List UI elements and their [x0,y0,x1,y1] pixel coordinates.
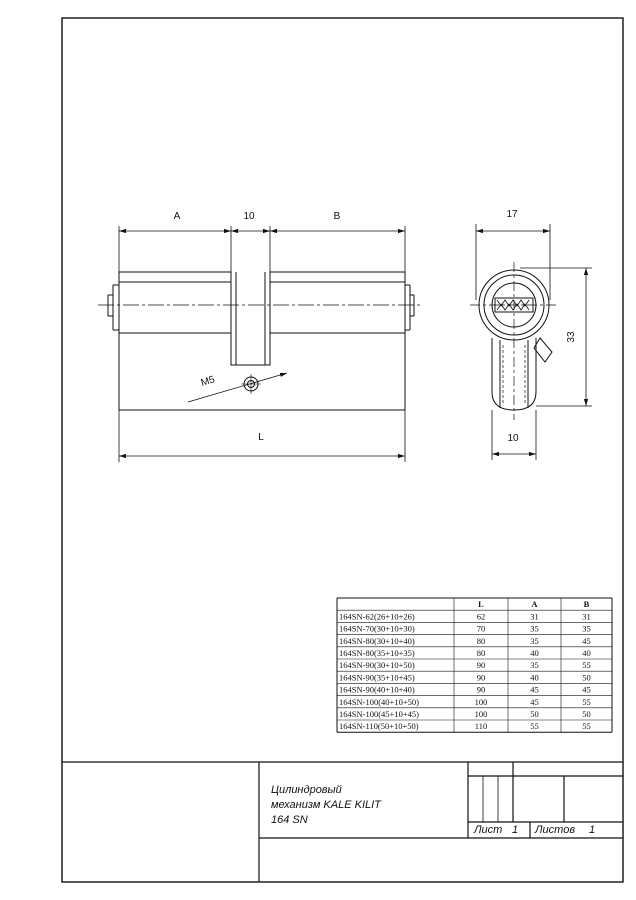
table-cell-a: 45 [530,685,539,695]
sheet-frame [61,17,624,883]
table-cell-b: 40 [582,648,591,658]
table-cell-model: 164SN-90(40+10+40) [339,685,415,695]
m5-leader [187,372,288,403]
side-dimensions [475,224,592,460]
table-cell-l: 90 [477,660,486,670]
keyway [494,297,534,313]
sheets-value: 1 [589,824,595,836]
dim-label-17: 17 [506,209,518,220]
table-cell-b: 45 [582,636,591,646]
table-cell-b: 50 [582,709,591,719]
cylinder-body-outline [118,271,406,411]
table-cell-l: 70 [477,624,486,634]
table-cell-model: 164SN-80(30+10+40) [339,636,415,646]
table-header-l: L [478,599,484,609]
dim-label-m5: M5 [200,374,217,389]
sheets-label: Листов [534,824,575,836]
table-cell-b: 55 [582,721,591,731]
table-cell-model: 164SN-100(40+10+50) [339,697,419,707]
bottom-dimension [118,410,406,462]
table-cell-model: 164SN-62(26+10+26) [339,611,415,621]
table-cell-l: 100 [475,709,488,719]
spec-table: L A B 164SN-62(26+10+26) 62 31 31 164SN-70(30+1… [336,597,613,733]
table-cell-l: 100 [475,697,488,707]
table-cell-l: 80 [477,636,486,646]
table-header-b: B [584,599,590,609]
sheet-label: Лист [473,824,502,836]
table-cell-a: 35 [530,636,539,646]
table-cell-a: 35 [530,660,539,670]
table-cell-a: 40 [530,648,539,658]
table-cell-l: 90 [477,685,486,695]
dim-label-33: 33 [566,331,577,343]
table-cell-a: 40 [530,672,539,682]
table-cell-b: 55 [582,660,591,670]
table-cell-a: 55 [530,721,539,731]
title-line-1: Цилиндровый [271,784,342,796]
table-cell-model: 164SN-100(45+10+45) [339,709,419,719]
table-cell-l: 80 [477,648,486,658]
table-cell-b: 35 [582,624,591,634]
table-cell-b: 45 [582,685,591,695]
table-cell-b: 31 [582,611,591,621]
dim-label-b: B [334,211,341,222]
table-header-a: A [531,599,538,609]
table-cell-model: 164SN-110(50+10+50) [339,721,419,731]
table-cell-l: 110 [475,721,487,731]
dim-label-l: L [258,432,264,443]
table-cell-l: 90 [477,672,486,682]
dim-label-10-top: 10 [243,211,255,222]
table-cell-model: 164SN-80(35+10+35) [339,648,415,658]
title-line-2: механизм KALE KILIT [271,799,382,811]
title-block [62,761,623,882]
table-cell-b: 50 [582,672,591,682]
side-view [470,262,558,420]
front-view [98,271,422,411]
top-dimensions [118,226,406,272]
sheet-value: 1 [512,824,518,836]
table-cell-a: 50 [530,709,539,719]
table-cell-a: 35 [530,624,539,634]
table-cell-a: 45 [530,697,539,707]
table-cell-model: 164SN-90(30+10+50) [339,660,415,670]
dim-label-10-bottom: 10 [507,433,519,444]
table-cell-model: 164SN-90(35+10+45) [339,672,415,682]
dim-label-a: A [174,211,181,222]
table-cell-l: 62 [477,611,486,621]
table-cell-model: 164SN-70(30+10+30) [339,624,415,634]
table-cell-b: 55 [582,697,591,707]
title-line-3: 164 SN [271,814,308,826]
table-cell-a: 31 [530,611,539,621]
